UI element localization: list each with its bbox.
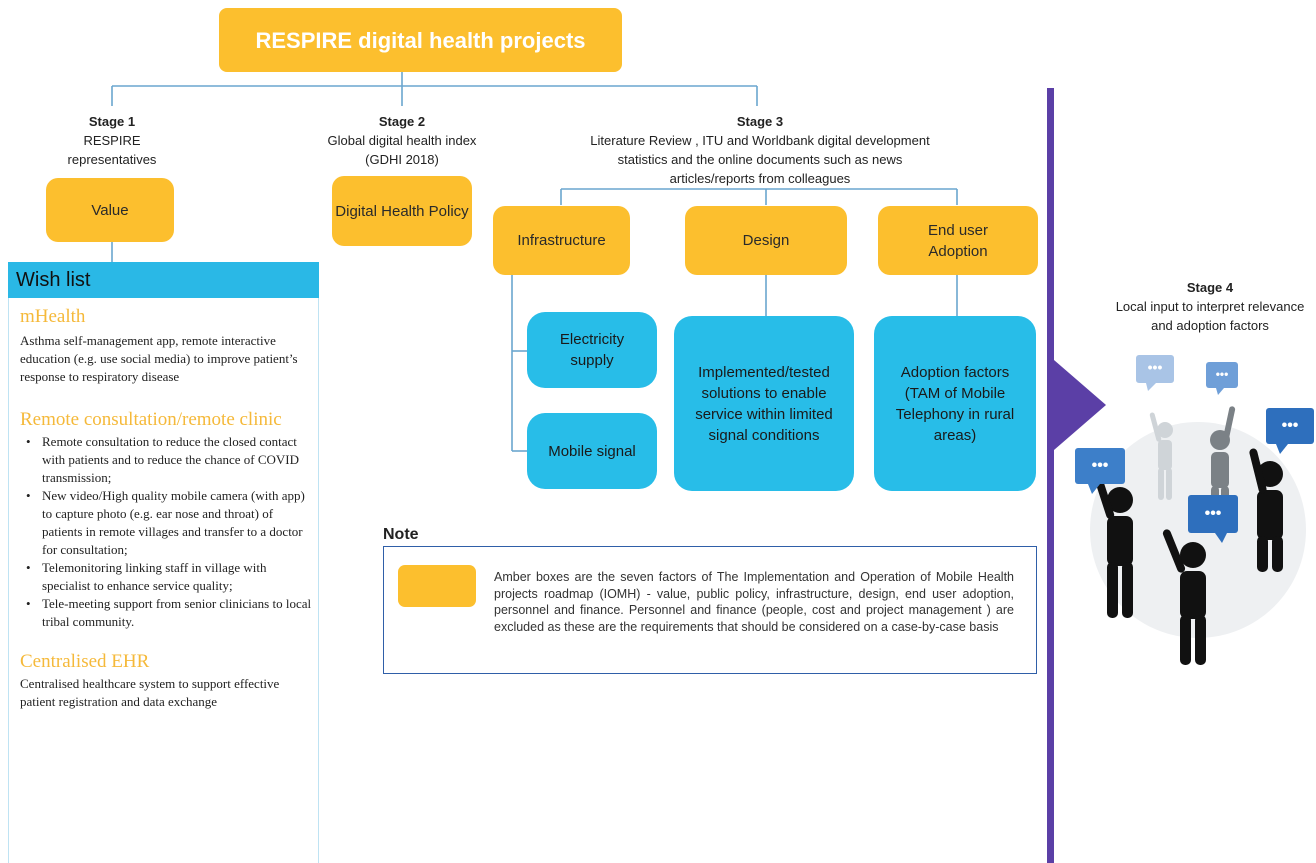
design-detail-label: Implemented/tested solutions to enable s… <box>695 363 833 444</box>
mobile-signal-label: Mobile signal <box>548 442 636 460</box>
note-text: Amber boxes are the seven factors of The… <box>494 570 1014 634</box>
wishlist-content: mHealth Asthma self-management app, remo… <box>20 306 312 711</box>
mhealth-text: Asthma self-management app, remote inter… <box>20 333 298 384</box>
stage-divider <box>1047 88 1054 863</box>
community-discussion-illustration: ••• ••• ••• ••• ••• <box>1075 355 1314 665</box>
speech-bubble-icon: ••• <box>1136 355 1174 391</box>
person-icon <box>1149 412 1173 500</box>
svg-text:•••: ••• <box>1282 417 1299 434</box>
electricity-supply-box: Electricity supply <box>527 312 657 388</box>
speech-bubble-icon: ••• <box>1075 448 1125 494</box>
stage4-label: Stage 4 <box>1186 280 1234 295</box>
wishlist-panel <box>8 262 319 863</box>
stage2-desc: Global digital health index (GDHI 2018) <box>327 133 477 167</box>
person-icon <box>1162 529 1206 665</box>
design-detail-box: Implemented/tested solutions to enable s… <box>674 316 854 491</box>
adoption-detail-label: Adoption factors (TAM of Mobile Telephon… <box>895 363 1015 444</box>
mobile-signal-box: Mobile signal <box>527 413 657 489</box>
list-item: Telemonitoring linking staff in village … <box>26 559 312 595</box>
stage4-heading: Stage 4 Local input to interpret relevan… <box>1110 278 1310 335</box>
speech-bubble-icon: ••• <box>1206 362 1238 395</box>
remote-title: Remote consultation/remote clinic <box>20 409 282 430</box>
stage1-desc: RESPIRE representatives <box>67 133 157 167</box>
digital-health-policy-box: Digital Health Policy <box>332 176 472 246</box>
note-amber-swatch <box>398 565 476 607</box>
stage1-heading: Stage 1 RESPIRE representatives <box>42 112 182 169</box>
infrastructure-box: Infrastructure <box>493 206 630 275</box>
stage3-desc-line1: Literature Review , ITU and Worldbank di… <box>590 133 930 148</box>
ehr-text: Centralised healthcare system to support… <box>20 676 280 709</box>
svg-text:•••: ••• <box>1216 367 1229 381</box>
list-item: New video/High quality mobile camera (wi… <box>26 487 312 559</box>
svg-text:•••: ••• <box>1205 505 1222 522</box>
end-user-adoption-box: End user Adoption <box>878 206 1038 275</box>
title-box: RESPIRE digital health projects <box>219 8 622 72</box>
list-item: Remote consultation to reduce the closed… <box>26 433 312 487</box>
design-label: Design <box>742 232 790 249</box>
svg-text:•••: ••• <box>1148 359 1163 375</box>
stage4-desc: Local input to interpret relevance and a… <box>1115 299 1305 333</box>
svg-text:•••: ••• <box>1092 457 1109 474</box>
note-title: Note <box>383 526 419 543</box>
infrastructure-label: Infrastructure <box>517 232 606 249</box>
title-text: RESPIRE digital health projects <box>255 27 586 53</box>
person-icon <box>1249 448 1283 572</box>
design-box: Design <box>685 206 847 275</box>
mhealth-title: mHealth <box>20 306 86 327</box>
adoption-detail-box: Adoption factors (TAM of Mobile Telephon… <box>874 316 1036 491</box>
speech-bubble-icon: ••• <box>1188 495 1238 543</box>
wishlist-header-text: Wish list <box>16 268 91 291</box>
digital-health-policy-label: Digital Health Policy <box>335 202 469 220</box>
end-user-adoption-label: End user Adoption <box>927 221 989 260</box>
stage3-desc-line3: articles/reports from colleagues <box>669 171 851 186</box>
list-item: Tele-meeting support from senior clinici… <box>26 595 312 631</box>
stage3-heading: Stage 3 Literature Review , ITU and Worl… <box>540 112 980 188</box>
remote-list: Remote consultation to reduce the closed… <box>20 433 312 631</box>
stage1-label: Stage 1 <box>88 114 136 129</box>
speech-bubble-icon: ••• <box>1266 408 1314 454</box>
stage4-arrow <box>1054 360 1106 450</box>
value-label: Value <box>91 201 129 219</box>
electricity-supply-label: Electricity supply <box>559 331 625 369</box>
wishlist-header: Wish list <box>8 262 319 298</box>
stage2-heading: Stage 2 Global digital health index (GDH… <box>327 112 477 169</box>
stage3-label: Stage 3 <box>736 114 784 129</box>
stage2-label: Stage 2 <box>378 114 426 129</box>
stage3-desc-line2: statistics and the online documents such… <box>617 152 903 167</box>
ehr-title: Centralised EHR <box>20 651 150 672</box>
value-box: Value <box>46 178 174 242</box>
note-box: Amber boxes are the seven factors of The… <box>383 546 1037 674</box>
